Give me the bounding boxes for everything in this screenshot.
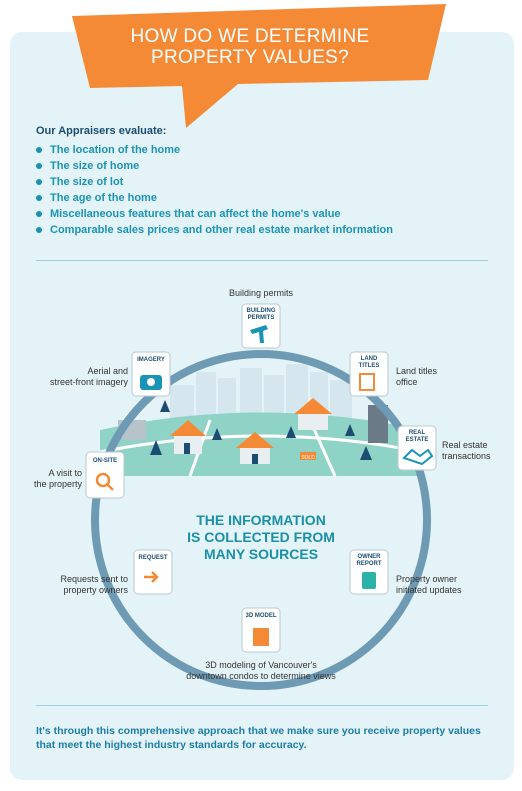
apartment-tower-right: [368, 405, 388, 443]
bullet-icon: [36, 227, 42, 233]
list-item-text: Comparable sales prices and other real e…: [50, 224, 393, 236]
callout-bubble: [72, 4, 446, 128]
list-item-text: The location of the home: [50, 144, 181, 156]
3d-model-card: [241, 607, 281, 653]
list-item-text: Miscellaneous features that can affect t…: [50, 208, 341, 220]
arrow-in-icon: [144, 571, 159, 583]
bullet-icon: [36, 147, 42, 153]
clipboard-icon: [362, 572, 376, 589]
owner-report-card: [349, 549, 389, 595]
center-line-3: MANY SOURCES: [203, 546, 319, 562]
building-icon: [253, 628, 269, 646]
footer-statement: It's through this comprehensive approach…: [36, 725, 481, 751]
intro-heading: Our Appraisers evaluate:: [36, 125, 167, 137]
house-center: [236, 432, 274, 464]
list-item-text: The size of lot: [50, 176, 124, 188]
document-pen-icon: [359, 373, 375, 391]
trees: [150, 400, 372, 460]
sold-sign: [300, 452, 316, 460]
request-card: [133, 549, 173, 595]
hammer-icon: [250, 325, 268, 343]
title-line-2: PROPERTY VALUES?: [150, 47, 350, 68]
badge-3d-model: 3D MODEL: [245, 613, 277, 619]
sources-diagram: SOLD: [85, 303, 437, 690]
land-titles-card: [349, 351, 389, 397]
imagery-card: [131, 351, 171, 397]
criteria-list: The location of the home The size of hom…: [36, 142, 393, 238]
handshake-icon: [402, 448, 434, 466]
list-item: The age of the home: [36, 190, 393, 206]
bullet-icon: [36, 211, 42, 217]
list-item: Comparable sales prices and other real e…: [36, 222, 393, 238]
sources-ring: [91, 350, 431, 690]
real-estate-card: [397, 425, 437, 471]
list-item-text: The size of home: [50, 160, 140, 172]
label-building-permits: Building permits: [228, 288, 294, 298]
badge-on-site: ON-SITE: [92, 458, 118, 464]
title-line-1: HOW DO WE DETERMINE: [130, 26, 370, 47]
list-item-text: The age of the home: [50, 192, 157, 204]
magnifier-icon: [95, 472, 111, 488]
house-left: [170, 420, 206, 454]
list-item: The size of lot: [36, 174, 393, 190]
bullet-icon: [36, 195, 42, 201]
on-site-card: [85, 451, 125, 499]
header-callout: [72, 4, 446, 128]
house-right: [294, 398, 332, 430]
footer-divider: [36, 705, 488, 706]
list-item: Miscellaneous features that can affect t…: [36, 206, 393, 222]
list-item: The size of home: [36, 158, 393, 174]
section-divider: [36, 260, 488, 261]
sold-sign-text: SOLD: [301, 455, 315, 461]
bullet-icon: [36, 163, 42, 169]
badge-request: REQUEST: [138, 555, 168, 561]
page-title: HOW DO WE DETERMINE PROPERTY VALUES?: [85, 26, 415, 68]
building-permits-card: [241, 303, 281, 349]
bullet-icon: [36, 179, 42, 185]
badge-imagery: IMAGERY: [137, 357, 165, 363]
center-line-2: IS COLLECTED FROM: [187, 529, 335, 545]
center-heading: THE INFORMATION IS COLLECTED FROM MANY S…: [161, 512, 361, 563]
road-1: [99, 434, 423, 454]
center-line-1: THE INFORMATION: [196, 512, 326, 528]
list-item: The location of the home: [36, 142, 393, 158]
